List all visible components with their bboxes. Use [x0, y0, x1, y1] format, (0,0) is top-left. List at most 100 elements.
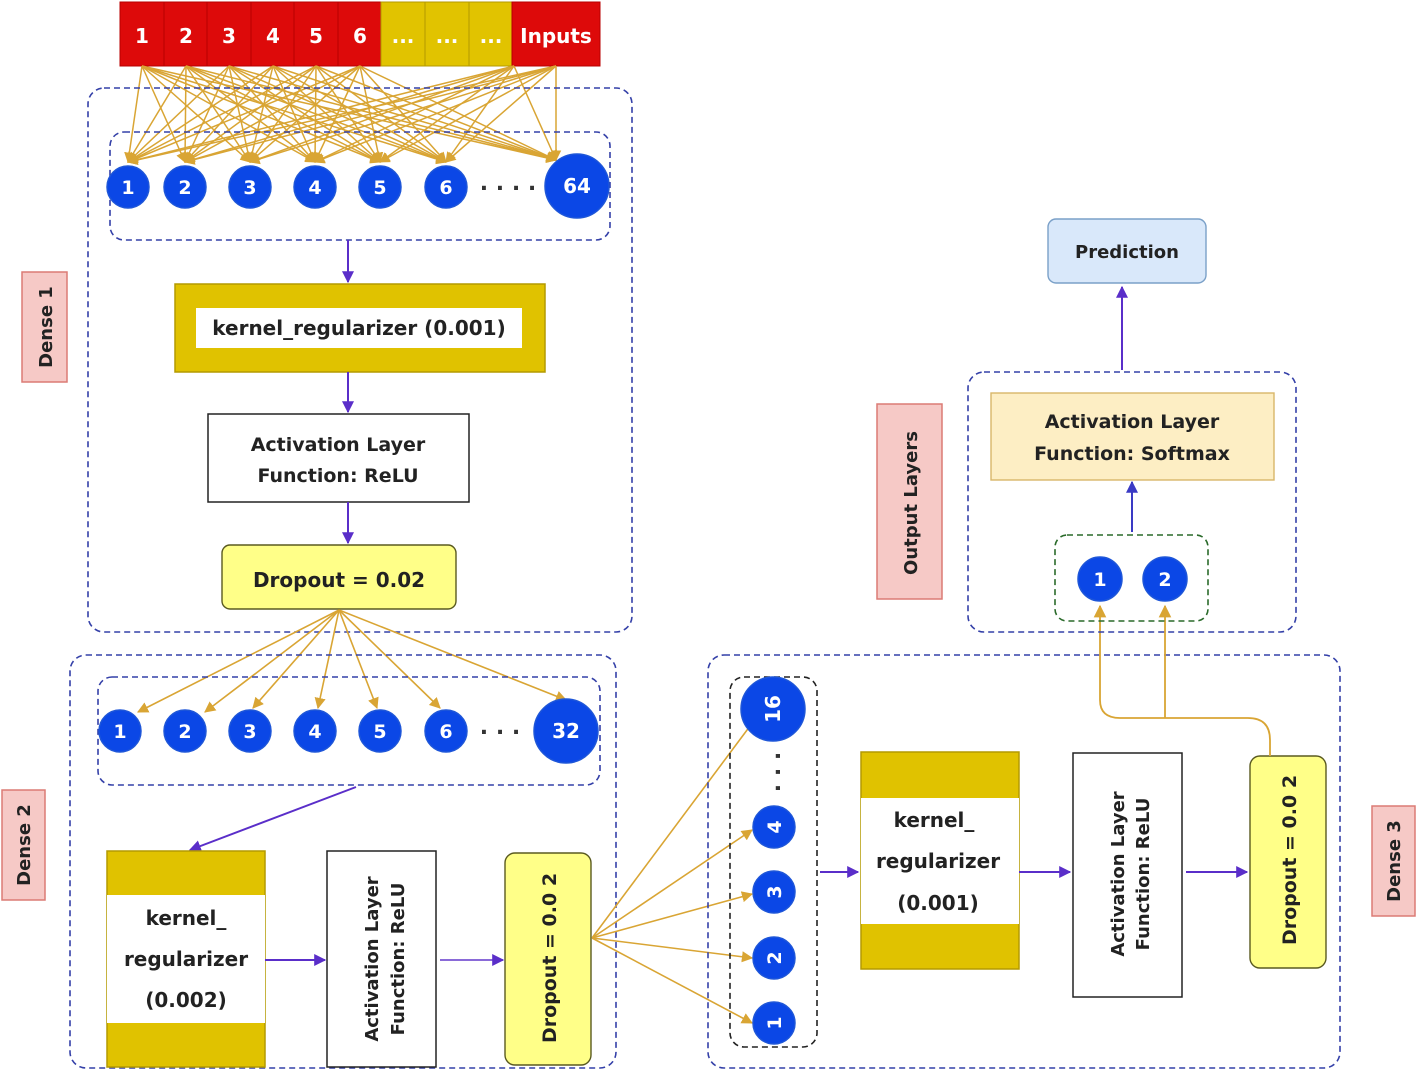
- dense2-regularizer-line1: kernel_: [146, 906, 227, 930]
- dense2-dropout-label: Dropout = 0.0 2: [539, 873, 561, 1043]
- input-cell: [468, 1, 514, 67]
- input-connection: [141, 65, 186, 163]
- input-connection: [127, 65, 361, 164]
- dense1-activation-line2: Function: ReLU: [257, 465, 418, 487]
- dense1-dropout-connection: [252, 609, 340, 709]
- input-connection: [127, 65, 187, 163]
- dense2-node-last-label: 32: [552, 719, 580, 743]
- dense2-regularizer-line3: (0.002): [145, 988, 227, 1012]
- output-tag: Output Layers: [876, 403, 943, 600]
- dense2-dropout-connection: [591, 717, 757, 939]
- output-activation-line1: Activation Layer: [1045, 411, 1220, 433]
- dense3-activation-line2: Function: ReLU: [1133, 798, 1154, 951]
- dense3-dropout-box: [1249, 755, 1327, 969]
- dense2-activation-line1: Activation Layer: [362, 876, 383, 1041]
- input-cell: [119, 1, 165, 67]
- dense3-node-label: 4: [764, 820, 786, 833]
- dense2-dropout-box: [504, 852, 592, 1066]
- input-connection: [249, 65, 515, 164]
- input-connection: [513, 65, 557, 161]
- dense3-regularizer-line1: kernel_: [894, 808, 975, 832]
- dense3-node: 3: [752, 870, 796, 914]
- dense2-node: 1: [98, 709, 142, 753]
- dense1-node: 5: [358, 165, 402, 209]
- input-cell-label: ...: [436, 24, 459, 48]
- dense1-node-label: 6: [439, 177, 452, 199]
- dense1-dropout-connection: [338, 609, 568, 702]
- dense1-dropout-connection: [314, 609, 340, 710]
- dense3-node-label: 1: [764, 1016, 786, 1029]
- dense2-regularizer-inner: [107, 895, 265, 1023]
- dense1-activation-box: [207, 413, 470, 503]
- dense1-node-label: 4: [308, 177, 321, 199]
- dense1-dropout-label: Dropout = 0.02: [253, 568, 425, 592]
- input-cell-label: ...: [392, 24, 415, 48]
- input-connection: [314, 65, 557, 164]
- dense3-node: 2: [752, 936, 796, 980]
- output-group-border: [967, 371, 1297, 633]
- dense2-node-label: 3: [243, 721, 256, 743]
- dense2-tag-label: Dense 2: [14, 804, 35, 886]
- input-connection: [228, 65, 558, 163]
- input-connection: [126, 65, 557, 166]
- prediction-box: [1047, 218, 1207, 284]
- dense3-node-label: 2: [764, 951, 786, 964]
- input-cell-label: 3: [222, 24, 236, 48]
- dense1-node-last: 64: [544, 153, 610, 219]
- dense2-node-label: 6: [439, 721, 452, 743]
- input-cell: [337, 1, 383, 67]
- dense1-group-border: [87, 87, 633, 633]
- dense1-node: 4: [293, 165, 337, 209]
- input-connection: [184, 65, 361, 163]
- input-connection: [126, 65, 515, 165]
- dense1-node-label: 2: [178, 177, 191, 199]
- dense1-node: 1: [106, 165, 150, 209]
- dense2-regularizer-line2: regularizer: [124, 947, 248, 971]
- output-node: 2: [1142, 556, 1188, 602]
- dense3-group-border: [707, 654, 1341, 1069]
- input-cell-label: 2: [179, 24, 193, 48]
- input-connection: [272, 65, 381, 163]
- output-activation-box: [990, 392, 1275, 481]
- dense3-node-last: 16: [740, 676, 806, 742]
- input-cell: [424, 1, 470, 67]
- dense2-node-label: 1: [113, 721, 126, 743]
- input-connection: [183, 65, 515, 165]
- dense2-activation-box: [326, 850, 437, 1068]
- dense2-ellipsis: . . .: [480, 715, 520, 740]
- input-label: Inputs: [520, 24, 592, 48]
- dense2-to-dense3-connections: [591, 717, 757, 1024]
- input-connection: [359, 65, 557, 161]
- input-cell: [206, 1, 252, 67]
- dense2-dropout-connection: [591, 937, 753, 1024]
- input-connection: [248, 65, 557, 165]
- input-cell-label: 5: [309, 24, 323, 48]
- input-connection: [127, 65, 230, 163]
- input-connection: [127, 65, 274, 163]
- dense2-group-border: [69, 654, 617, 1069]
- dense2-node-label: 5: [373, 721, 386, 743]
- output-node: 1: [1077, 556, 1123, 602]
- dense3-dropout-label: Dropout = 0.0 2: [1279, 775, 1301, 945]
- input-connection: [183, 65, 557, 165]
- dense1-dropout-connection: [338, 609, 379, 710]
- dense3-regularizer-line3: (0.001): [897, 891, 979, 915]
- dense1-node-last-label: 64: [563, 174, 591, 198]
- dense1-dropout-connection: [204, 609, 340, 713]
- dense1-node-label: 5: [373, 177, 386, 199]
- dense2-node-label: 2: [178, 721, 191, 743]
- dense3-node: 1: [752, 1001, 796, 1045]
- dense2-dropout-connection: [591, 829, 753, 939]
- dense3-node-label: 3: [764, 885, 786, 898]
- dense3-regularizer-inner: [861, 798, 1019, 924]
- input-connection: [179, 65, 191, 164]
- dense3-tag: Dense 3: [1371, 805, 1416, 917]
- dense2-dropout-connection: [591, 891, 754, 939]
- dense1-regularizer-inner: [196, 308, 522, 348]
